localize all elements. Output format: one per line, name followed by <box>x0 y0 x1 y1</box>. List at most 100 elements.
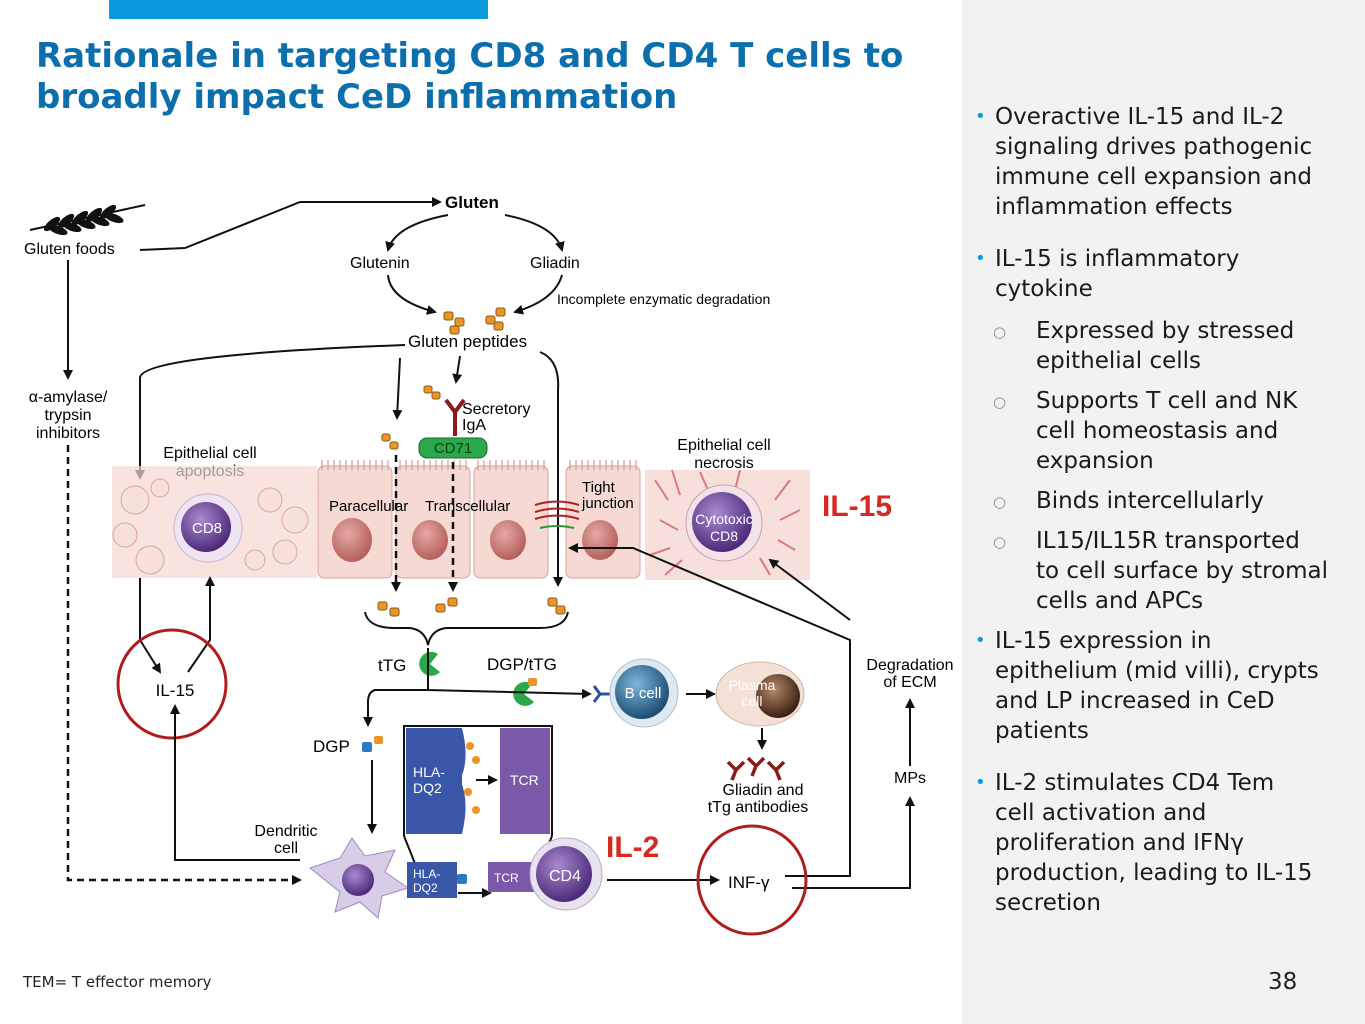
bullet-line: Supports T cell and NK <box>1036 388 1298 414</box>
label-cd4: CD4 <box>549 868 581 885</box>
bullet-line: cells and APCs <box>1036 588 1204 614</box>
label-hla-dq2-bottom: HLA- <box>413 867 440 881</box>
sub-bullet-item: ○ Supports T cell and NK cell homeostasis … <box>972 386 1357 476</box>
bullet-line: and LP increased in CeD <box>995 688 1275 714</box>
label-gluten-peptides: Gluten peptides <box>408 332 527 351</box>
dgp-ttg-complex-icon <box>513 681 534 706</box>
label-dendritic: Dendritic <box>254 823 317 840</box>
arrow-ttg-to-dgp <box>363 689 428 727</box>
label-junction: junction <box>581 495 634 512</box>
label-mps: MPs <box>894 770 926 787</box>
tight-junction-icon <box>534 500 580 529</box>
sub-bullet-circle-icon: ○ <box>993 533 1007 551</box>
title-line-2: broadly impact CeD inflammation <box>36 77 678 117</box>
label-cd71: CD71 <box>434 440 472 457</box>
label-necrosis: necrosis <box>694 455 754 472</box>
arrow-dendritic-to-il15 <box>170 704 300 861</box>
bullet-line: inflammation effects <box>995 194 1233 220</box>
bullet-item: • IL-15 is inflammatory cytokine <box>972 244 1357 304</box>
top-accent-bar <box>109 0 488 19</box>
bullet-dot-icon: • <box>975 248 986 269</box>
bullet-line: IL-15 expression in <box>995 628 1212 654</box>
celiac-pathway-diagram: Gluten foods Gluten Glutenin Gliadin Inc… <box>24 193 954 936</box>
label-hla-dq2-top: HLA- <box>413 764 445 780</box>
sub-bullet-circle-icon: ○ <box>993 493 1007 511</box>
label-plasma-cell: cell <box>741 693 762 709</box>
arrow-gliadin-to-peptides <box>513 274 563 315</box>
label-inhibitors: inhibitors <box>36 425 100 442</box>
label-epithelial-apoptosis: Epithelial cell <box>163 445 256 462</box>
cd8-cell-nucleus <box>181 502 231 552</box>
bullet-dot-icon: • <box>975 772 986 793</box>
cd4-cell-nucleus <box>536 846 592 902</box>
antibody-icons <box>726 756 786 781</box>
label-ttg: tTG <box>378 656 406 675</box>
sub-bullet-circle-icon: ○ <box>993 323 1007 341</box>
label-paracellular: Paracellular <box>329 498 408 515</box>
bullet-line: Binds intercellularly <box>1036 488 1264 514</box>
il15-callout: IL-15 <box>822 490 892 523</box>
arrow-peptides-transcellular <box>452 355 463 384</box>
label-degradation: Degradation <box>866 657 953 674</box>
label-trypsin: trypsin <box>44 407 91 424</box>
label-epithelial-necrosis: Epithelial cell <box>677 437 770 454</box>
bullet-dot-icon: • <box>975 630 986 651</box>
dgp-ttg-peptide-icon <box>528 678 537 686</box>
label-dq2-top: DQ2 <box>413 780 442 796</box>
bullet-line: secretion <box>995 890 1101 916</box>
arrow-infg-to-epithelium <box>568 543 851 877</box>
bullet-line: patients <box>995 718 1089 744</box>
secretory-iga-icon <box>444 398 466 436</box>
label-tcr-bottom: TCR <box>494 871 519 885</box>
label-dendritic-cell: cell <box>274 840 298 857</box>
bullet-line: IL-15 is inflammatory <box>995 246 1240 272</box>
label-gliadin: Gliadin <box>530 255 580 272</box>
sub-bullet-item: ○ Binds intercellularly <box>972 486 1357 516</box>
title-line-1: Rationale in targeting CD8 and CD4 T cel… <box>36 36 904 76</box>
arrow-peptides-paracellular <box>392 357 403 420</box>
label-dgp: DGP <box>313 737 350 756</box>
bullet-line: signaling drives pathogenic <box>995 134 1313 160</box>
label-amylase: α-amylase/ <box>29 389 108 406</box>
il15-highlight-circle <box>116 628 228 740</box>
il2-callout: IL-2 <box>606 831 659 864</box>
label-glutenin: Glutenin <box>350 255 410 272</box>
arrow-inhibitors-to-dendritic <box>66 445 302 885</box>
bullet-line: to cell surface by stromal <box>1036 558 1329 584</box>
page-number: 38 <box>1268 969 1298 995</box>
hla-dq2-molecule <box>407 862 457 898</box>
plasma-cell-nucleus <box>756 674 800 718</box>
cd71-receptor <box>418 437 488 459</box>
arrow-infg-to-cytotoxic <box>768 558 851 621</box>
bullet-line: cell homeostasis and <box>1036 418 1279 444</box>
label-bcell: B cell <box>625 685 662 702</box>
bullet-line: cytokine <box>995 276 1093 302</box>
label-tight: Tight <box>582 479 616 496</box>
label-of-ecm: of ECM <box>883 674 936 691</box>
label-incomplete-degradation: Incomplete enzymatic degradation <box>557 291 770 307</box>
arrow-gluten-to-glutenin <box>385 214 449 252</box>
arrow-il15-to-cd8 <box>187 576 215 673</box>
sub-bullet-circle-icon: ○ <box>993 393 1007 411</box>
label-transcellular: Transcellular <box>425 498 510 515</box>
label-gluten: Gluten <box>445 193 499 212</box>
label-gluten-foods: Gluten foods <box>24 241 115 258</box>
arrow-peptides-to-apoptosis <box>135 344 406 480</box>
bullet-line: proliferation and IFNγ <box>995 830 1244 856</box>
bullet-dot-icon: • <box>975 106 986 127</box>
dendritic-cell-nucleus <box>342 864 374 896</box>
arrow-foods-to-gluten <box>139 197 442 251</box>
bullet-line: IL-2 stimulates CD4 Tem <box>995 770 1275 796</box>
bullet-line: expansion <box>1036 448 1154 474</box>
arrow-infg-to-mps <box>792 796 915 889</box>
peptides-bracket <box>364 611 569 646</box>
slide-title: Rationale in targeting CD8 and CD4 T cel… <box>36 36 936 118</box>
label-plasma: Plasma <box>729 677 776 693</box>
bcr-receptor-icon <box>592 685 610 703</box>
label-gliadin-and: Gliadin and <box>723 782 804 799</box>
dgp-icon <box>362 742 372 752</box>
